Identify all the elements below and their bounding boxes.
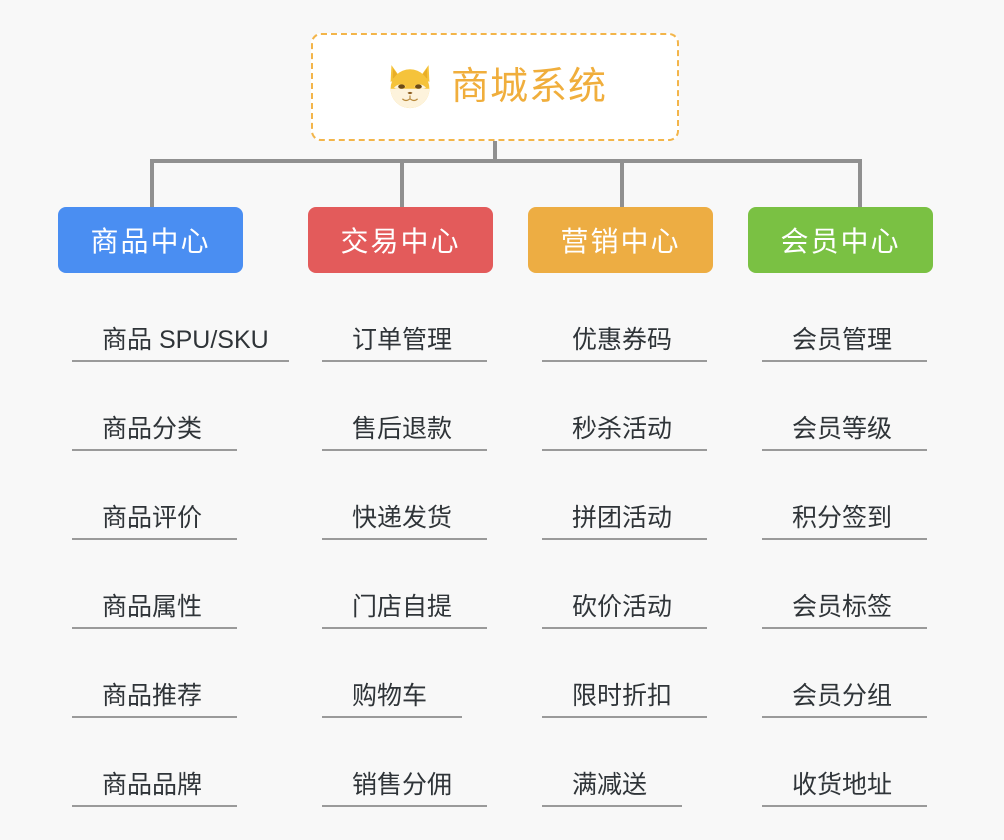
leaf-underline [72, 360, 289, 362]
leaf-list-3: 优惠券码 秒杀活动 拼团活动 砍价活动 限时折扣 满减送 [528, 273, 758, 807]
leaf-label: 门店自提 [352, 593, 453, 621]
leaf-label: 购物车 [352, 682, 428, 710]
leaf-underline [762, 360, 927, 362]
leaf-label: 收货地址 [792, 771, 893, 799]
leaf-item[interactable]: 门店自提 [308, 540, 538, 629]
leaf-label: 商品推荐 [102, 682, 203, 710]
leaf-underline [322, 449, 487, 451]
connector-drop-1 [150, 159, 154, 209]
shiba-dog-face-icon [390, 65, 430, 109]
leaf-underline [322, 716, 462, 718]
branch-header-1[interactable]: 商品中心 [58, 207, 243, 273]
leaf-item[interactable]: 满减送 [528, 718, 758, 807]
leaf-label: 拼团活动 [572, 504, 673, 532]
leaf-label: 会员管理 [792, 326, 893, 354]
leaf-item[interactable]: 商品 SPU/SKU [58, 273, 289, 362]
leaf-item[interactable]: 收货地址 [748, 718, 978, 807]
leaf-underline [542, 360, 707, 362]
leaf-underline [762, 805, 927, 807]
leaf-underline [542, 805, 682, 807]
leaf-underline [542, 627, 707, 629]
leaf-underline [542, 449, 707, 451]
leaf-item[interactable]: 商品推荐 [58, 629, 288, 718]
leaf-label: 会员等级 [792, 415, 893, 443]
leaf-item[interactable]: 售后退款 [308, 362, 538, 451]
leaf-item[interactable]: 商品分类 [58, 362, 288, 451]
connector-horizontal-bus [150, 159, 862, 163]
branch-header-3[interactable]: 营销中心 [528, 207, 713, 273]
leaf-item[interactable]: 快递发货 [308, 451, 538, 540]
leaf-underline [72, 538, 237, 540]
leaf-label: 商品属性 [102, 593, 203, 621]
root-node[interactable]: 商城系统 [311, 33, 679, 141]
leaf-item[interactable]: 商品评价 [58, 451, 288, 540]
leaf-underline [322, 627, 487, 629]
branch-column-2: 交易中心 订单管理 售后退款 快递发货 门店自提 购物车 [308, 207, 538, 807]
leaf-item[interactable]: 销售分佣 [308, 718, 538, 807]
leaf-underline [762, 716, 927, 718]
leaf-underline [542, 716, 707, 718]
leaf-underline [762, 538, 927, 540]
leaf-item[interactable]: 积分签到 [748, 451, 978, 540]
leaf-label: 售后退款 [352, 415, 453, 443]
leaf-label: 砍价活动 [572, 593, 673, 621]
leaf-label: 秒杀活动 [572, 415, 673, 443]
branch-header-4[interactable]: 会员中心 [748, 207, 933, 273]
leaf-underline [762, 449, 927, 451]
leaf-item[interactable]: 商品属性 [58, 540, 288, 629]
leaf-label: 限时折扣 [572, 682, 673, 710]
connector-drop-4 [858, 159, 862, 209]
connector-root-stem [493, 141, 497, 163]
leaf-label: 优惠券码 [572, 326, 673, 354]
branch-column-1: 商品中心 商品 SPU/SKU 商品分类 商品评价 商品属性 商品推荐 [58, 207, 289, 807]
leaf-label: 商品分类 [102, 415, 203, 443]
root-title: 商城系统 [450, 66, 607, 108]
leaf-label: 商品评价 [102, 504, 203, 532]
leaf-label: 会员分组 [792, 682, 893, 710]
leaf-item[interactable]: 限时折扣 [528, 629, 758, 718]
leaf-label: 满减送 [572, 771, 648, 799]
leaf-item[interactable]: 砍价活动 [528, 540, 758, 629]
leaf-underline [72, 627, 237, 629]
leaf-underline [72, 805, 237, 807]
leaf-item[interactable]: 商品品牌 [58, 718, 288, 807]
leaf-label: 会员标签 [792, 593, 893, 621]
leaf-label: 积分签到 [792, 504, 893, 532]
leaf-label: 销售分佣 [352, 771, 453, 799]
leaf-item[interactable]: 拼团活动 [528, 451, 758, 540]
leaf-underline [322, 805, 487, 807]
connector-drop-3 [620, 159, 624, 209]
branch-column-3: 营销中心 优惠券码 秒杀活动 拼团活动 砍价活动 限时折扣 [528, 207, 758, 807]
leaf-item[interactable]: 会员管理 [748, 273, 978, 362]
leaf-item[interactable]: 会员标签 [748, 540, 978, 629]
leaf-label: 订单管理 [352, 326, 453, 354]
leaf-item[interactable]: 会员分组 [748, 629, 978, 718]
leaf-list-2: 订单管理 售后退款 快递发货 门店自提 购物车 销售分佣 [308, 273, 538, 807]
leaf-underline [72, 716, 237, 718]
leaf-item[interactable]: 订单管理 [308, 273, 538, 362]
leaf-item[interactable]: 秒杀活动 [528, 362, 758, 451]
leaf-list-4: 会员管理 会员等级 积分签到 会员标签 会员分组 收货地址 [748, 273, 978, 807]
leaf-label: 商品 SPU/SKU [102, 326, 269, 354]
leaf-item[interactable]: 会员等级 [748, 362, 978, 451]
leaf-list-1: 商品 SPU/SKU 商品分类 商品评价 商品属性 商品推荐 商品品牌 [58, 273, 289, 807]
leaf-underline [762, 627, 927, 629]
leaf-item[interactable]: 优惠券码 [528, 273, 758, 362]
leaf-underline [322, 538, 487, 540]
branch-header-2[interactable]: 交易中心 [308, 207, 493, 273]
leaf-item[interactable]: 购物车 [308, 629, 538, 718]
branch-column-4: 会员中心 会员管理 会员等级 积分签到 会员标签 会员分组 [748, 207, 978, 807]
connector-drop-2 [400, 159, 404, 209]
leaf-underline [72, 449, 237, 451]
leaf-label: 快递发货 [352, 504, 453, 532]
leaf-underline [322, 360, 487, 362]
leaf-underline [542, 538, 707, 540]
leaf-label: 商品品牌 [102, 771, 203, 799]
